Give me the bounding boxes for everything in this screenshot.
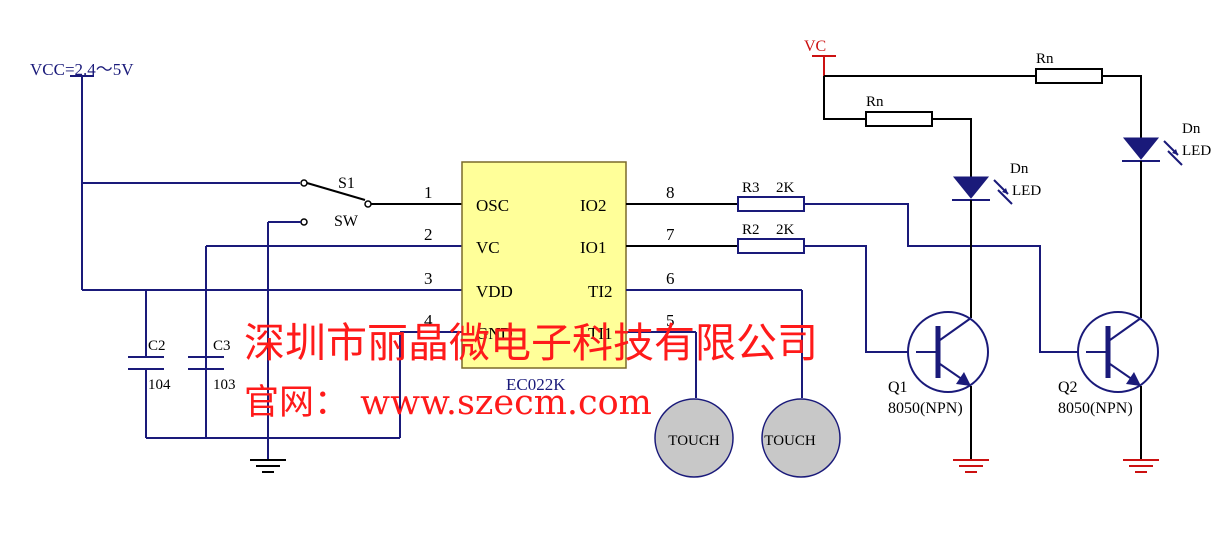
- q2-type: 8050(NPN): [1058, 400, 1133, 417]
- wire-rn1-led1: [932, 118, 972, 177]
- q1-type: 8050(NPN): [888, 400, 963, 417]
- resistor-r3: R3 2K: [737, 180, 805, 212]
- pin-name-ti1: TI1: [588, 324, 613, 343]
- wire-vc-rn: [823, 76, 866, 120]
- r2-value: 2K: [776, 222, 795, 238]
- rn1-ref: Rn: [866, 94, 884, 110]
- r3-value: 2K: [776, 180, 795, 196]
- led1-ref: Dn: [1010, 161, 1029, 177]
- c3-value: 103: [213, 377, 236, 393]
- pin-name-vdd: VDD: [476, 282, 513, 301]
- rn2-ref: Rn: [1036, 51, 1054, 67]
- led-1: Dn LED: [952, 161, 1041, 205]
- switch-type: SW: [334, 213, 359, 230]
- led2-type: LED: [1182, 143, 1211, 159]
- chip-part-number: EC022K: [506, 375, 566, 394]
- resistor-r2: R2 2K: [737, 222, 805, 254]
- c3-ref: C3: [213, 338, 231, 354]
- pin-number-2: 2: [424, 225, 433, 244]
- touch-pad-1-label: TOUCH: [668, 433, 720, 449]
- touch-pad-2: TOUCH: [761, 398, 841, 478]
- r3-ref: R3: [742, 180, 760, 196]
- c2-value: 104: [148, 377, 171, 393]
- capacitor-c2: C2 104: [128, 290, 171, 438]
- pin-number-4: 4: [424, 311, 433, 330]
- led1-type: LED: [1012, 183, 1041, 199]
- vcc-supply: VCC=2.4～5V: [30, 60, 134, 290]
- pin-number-8: 8: [666, 183, 675, 202]
- ground-symbol: [250, 459, 286, 473]
- resistor-rn-2: Rn: [1035, 51, 1103, 84]
- wire-rn2-led2: [1102, 75, 1142, 138]
- resistor-rn-1: Rn: [865, 94, 933, 127]
- q1-ref: Q1: [888, 379, 908, 396]
- pin-number-6: 6: [666, 269, 675, 288]
- ground-symbol-q2: [1123, 459, 1159, 473]
- vc-supply: VC: [804, 38, 836, 76]
- q2-ref: Q2: [1058, 379, 1078, 396]
- wire-r2-q1-base: [804, 245, 916, 353]
- switch-ref: S1: [338, 175, 355, 192]
- r2-ref: R2: [742, 222, 760, 238]
- vcc-label: VCC=2.4～5V: [30, 60, 134, 79]
- ground-symbol-q1: [953, 459, 989, 473]
- capacitor-c3: C3 103: [188, 246, 236, 393]
- transistor-q2: Q2 8050(NPN): [1058, 311, 1159, 417]
- touch-pad-1: TOUCH: [654, 398, 734, 478]
- pin-number-3: 3: [424, 269, 433, 288]
- pin-name-gnd: GND: [476, 324, 513, 343]
- pin-name-io1: IO1: [580, 238, 606, 257]
- led-2: Dn LED: [1122, 121, 1211, 166]
- pin-name-osc: OSC: [476, 196, 509, 215]
- pin-number-1: 1: [424, 183, 433, 202]
- pin-name-vc: VC: [476, 238, 500, 257]
- led2-ref: Dn: [1182, 121, 1201, 137]
- wire-r3-q2-base: [804, 203, 1086, 353]
- ic-ec022k: 1 2 3 4 8 7 6 5 OSC VC VDD GND IO2 IO1 T…: [424, 161, 675, 394]
- watermark-company-name: 深圳市丽晶微电子科技有限公司: [244, 319, 818, 367]
- pin-name-io2: IO2: [580, 196, 606, 215]
- pin-name-ti2: TI2: [588, 282, 613, 301]
- touch-pad-2-label: TOUCH: [764, 433, 816, 449]
- pin-number-5: 5: [666, 311, 675, 330]
- pin-number-7: 7: [666, 225, 675, 244]
- vc-label: VC: [804, 38, 826, 55]
- switch-s1: S1 SW: [300, 175, 372, 230]
- c2-ref: C2: [148, 338, 166, 354]
- transistor-q1: Q1 8050(NPN): [888, 311, 989, 417]
- watermark-website: 官网： www.szecm.com: [244, 383, 652, 423]
